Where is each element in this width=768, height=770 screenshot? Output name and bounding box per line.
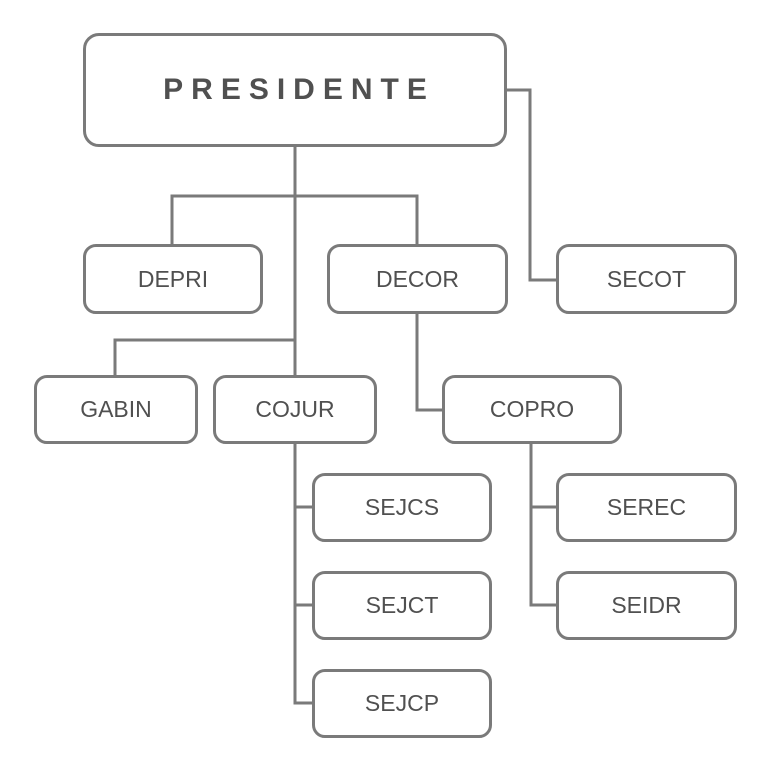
node-gabin: GABIN bbox=[34, 375, 198, 444]
node-cojur: COJUR bbox=[213, 375, 377, 444]
node-sejct: SEJCT bbox=[312, 571, 492, 640]
connector-cojur-children bbox=[293, 443, 312, 705]
node-sejcp: SEJCP bbox=[312, 669, 492, 738]
node-label: SEJCP bbox=[364, 690, 440, 716]
node-depri: DEPRI bbox=[83, 244, 263, 314]
node-label: PRESIDENTE bbox=[163, 73, 435, 106]
node-seidr: SEIDR bbox=[556, 571, 737, 640]
node-label: SECOT bbox=[606, 265, 687, 292]
connector-gabin bbox=[113, 338, 295, 375]
connector-presidente-secot bbox=[507, 88, 556, 282]
connector-depri-decor bbox=[170, 194, 419, 244]
node-label: GABIN bbox=[80, 396, 152, 422]
node-label: SEIDR bbox=[611, 592, 682, 618]
node-serec: SEREC bbox=[556, 473, 737, 542]
node-label: SEJCS bbox=[364, 494, 440, 520]
connector-copro-children bbox=[529, 443, 556, 607]
node-label: SEJCT bbox=[365, 592, 439, 618]
node-sejcs: SEJCS bbox=[312, 473, 492, 542]
node-copro: COPRO bbox=[442, 375, 622, 444]
connector-decor-copro bbox=[415, 313, 442, 412]
node-decor: DECOR bbox=[327, 244, 508, 314]
node-label: COPRO bbox=[489, 396, 575, 422]
node-label: DECOR bbox=[375, 265, 460, 292]
node-label: SEREC bbox=[606, 494, 687, 520]
node-presidente: PRESIDENTE bbox=[83, 33, 507, 147]
node-label: COJUR bbox=[255, 396, 335, 422]
node-secot: SECOT bbox=[556, 244, 737, 314]
node-label: DEPRI bbox=[137, 265, 209, 292]
